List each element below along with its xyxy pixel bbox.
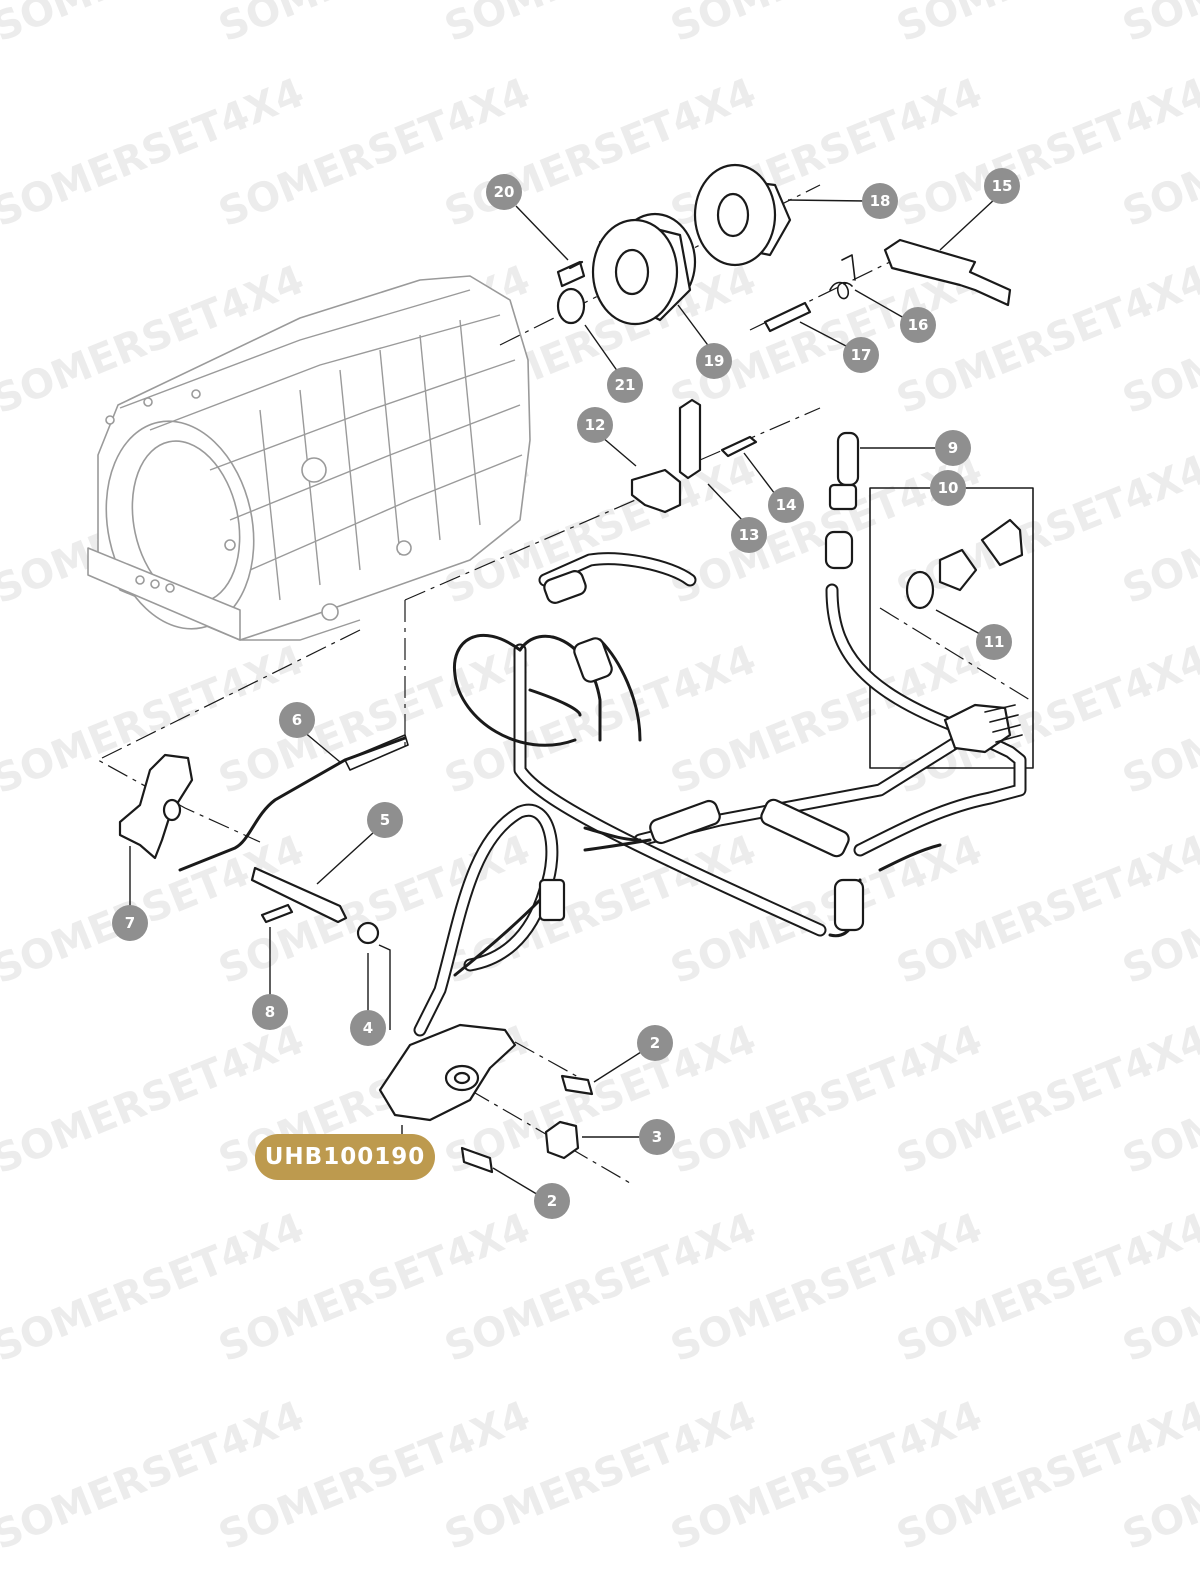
transmission-case — [87, 275, 531, 641]
pin-17 — [763, 301, 812, 333]
callout-17-label: 17 — [851, 346, 872, 364]
bracket-12 — [630, 468, 682, 514]
nut-3 — [544, 1120, 580, 1160]
callout-10-label: 10 — [938, 479, 959, 497]
callout-2-upper-label: 2 — [650, 1034, 660, 1052]
watermark-text: SOMERSET4X4 — [1117, 0, 1200, 51]
callout-14-label: 14 — [776, 496, 797, 514]
wiring-harness — [452, 552, 1027, 938]
callout-21-label: 21 — [615, 376, 636, 394]
callout-4-label: 4 — [363, 1019, 373, 1037]
callout-13-label: 13 — [739, 526, 760, 544]
sensor-9 — [824, 431, 860, 570]
o-ring-11 — [905, 570, 935, 610]
callout-20[interactable]: 20 — [486, 174, 522, 210]
callout-18[interactable]: 18 — [862, 183, 898, 219]
callout-9-label: 9 — [948, 439, 958, 457]
bracket-7-hole — [162, 798, 182, 822]
callout-2-lower-label: 2 — [547, 1192, 557, 1210]
callout-layer: 20 18 15 16 17 19 21 12 14 13 9 10 11 6 … — [112, 168, 1020, 1219]
callout-17[interactable]: 17 — [843, 337, 879, 373]
callout-6-label: 6 — [292, 711, 302, 729]
callout-16[interactable]: 16 — [900, 307, 936, 343]
plate-13 — [678, 398, 702, 480]
seal-4 — [356, 921, 380, 945]
bolt-2-upper — [560, 1074, 594, 1096]
callout-12-label: 12 — [585, 416, 606, 434]
callout-10[interactable]: 10 — [930, 470, 966, 506]
bolt-14 — [720, 435, 758, 458]
callout-2-lower[interactable]: 2 — [534, 1183, 570, 1219]
callout-8[interactable]: 8 — [252, 994, 288, 1030]
callout-15[interactable]: 15 — [984, 168, 1020, 204]
selector-cable-6 — [178, 736, 407, 872]
selector-cable-6-end — [344, 734, 409, 771]
selector-shaft-5 — [250, 866, 348, 924]
callout-2-upper[interactable]: 2 — [637, 1025, 673, 1061]
callout-21[interactable]: 21 — [607, 367, 643, 403]
callout-7[interactable]: 7 — [112, 905, 148, 941]
callout-3[interactable]: 3 — [639, 1119, 675, 1155]
bolt-20 — [556, 260, 586, 288]
callout-19[interactable]: 19 — [696, 343, 732, 379]
spring-16 — [829, 254, 856, 300]
callout-4[interactable]: 4 — [350, 1010, 386, 1046]
callout-20-label: 20 — [494, 183, 515, 201]
callout-15-label: 15 — [992, 177, 1013, 195]
callout-8-label: 8 — [265, 1003, 275, 1021]
callout-5[interactable]: 5 — [367, 802, 403, 838]
callout-12[interactable]: 12 — [577, 407, 613, 443]
part-number-label: UHB100190 — [265, 1144, 425, 1170]
connector-kit-10 — [938, 518, 1024, 592]
callout-13[interactable]: 13 — [731, 517, 767, 553]
o-ring-21 — [556, 287, 586, 325]
callout-3-label: 3 — [652, 1128, 662, 1146]
callout-11-label: 11 — [984, 633, 1005, 651]
callout-18-label: 18 — [870, 192, 891, 210]
callout-16-label: 16 — [908, 316, 929, 334]
leader-lines — [129, 197, 997, 1197]
drive-gear-18 — [693, 163, 792, 267]
roll-pin-8 — [260, 903, 294, 924]
callout-9[interactable]: 9 — [935, 430, 971, 466]
callout-6[interactable]: 6 — [279, 702, 315, 738]
callout-14[interactable]: 14 — [768, 487, 804, 523]
callout-7-label: 7 — [125, 914, 135, 932]
callout-19-label: 19 — [704, 352, 725, 370]
park-neutral-switch — [378, 803, 566, 1122]
output-gear-19 — [591, 212, 697, 326]
parking-lever-15 — [883, 238, 1012, 307]
bolt-2-lower — [460, 1146, 494, 1174]
callout-11[interactable]: 11 — [976, 624, 1012, 660]
callout-5-label: 5 — [380, 811, 390, 829]
cable-bracket-7 — [118, 753, 194, 860]
part-number-badge[interactable]: UHB100190 — [255, 1134, 435, 1180]
